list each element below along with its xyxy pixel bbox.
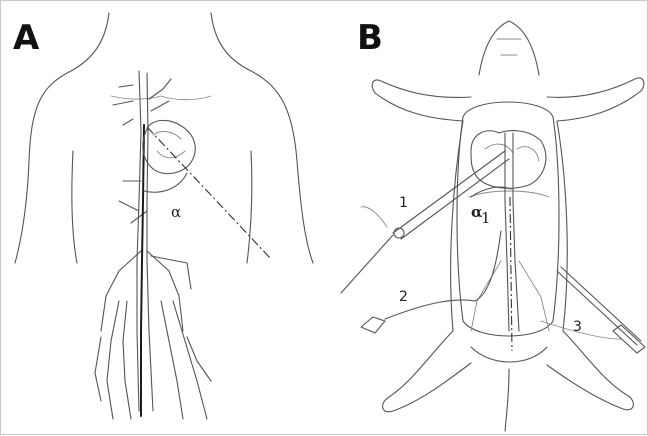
angle-label-subscript: 1: [481, 209, 491, 227]
angle-label-alpha: α: [171, 203, 181, 221]
callout-3: 3: [573, 319, 582, 335]
instrument-2: 2: [361, 231, 501, 333]
panel-a-letter: A: [13, 18, 40, 58]
vascular-tree: [95, 71, 211, 419]
rodent-outline: [372, 21, 644, 431]
panel-a: A: [13, 13, 313, 419]
panel-b: B: [341, 18, 645, 431]
callout-2: 2: [399, 289, 408, 305]
heart: [143, 120, 195, 173]
callout-1: 1: [399, 195, 408, 211]
panel-b-letter: B: [357, 18, 383, 58]
human-body-outline: [15, 13, 313, 263]
rodent-vessels: [471, 133, 549, 351]
